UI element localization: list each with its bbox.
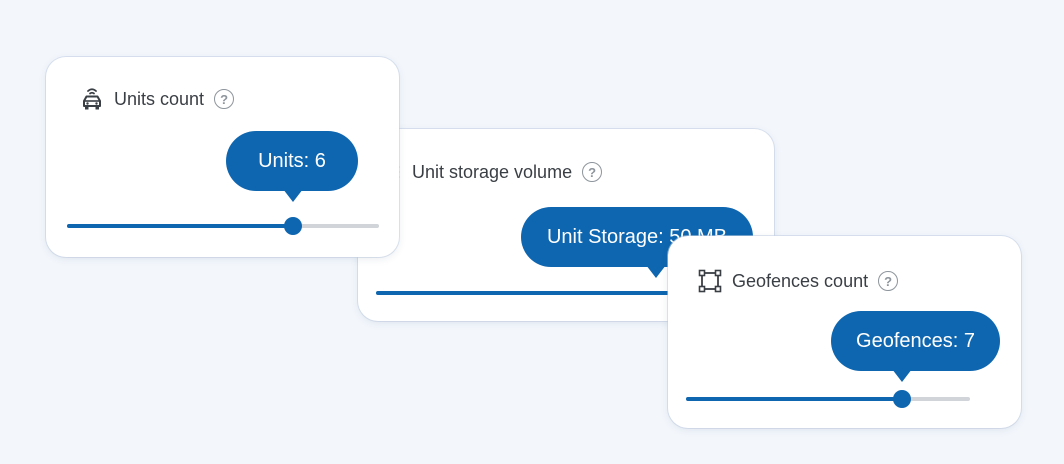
unit-storage-title: Unit storage volume <box>412 161 573 182</box>
slider-thumb[interactable] <box>892 390 911 408</box>
units-count-tooltip-text: Units: 6 <box>258 149 326 172</box>
geofence-icon <box>698 269 722 293</box>
geofences-tooltip-tail <box>892 369 912 382</box>
slider-fill <box>376 291 713 295</box>
units-count-header: Units count ? <box>80 86 235 112</box>
car-signal-icon <box>80 86 104 112</box>
geofences-card: Geofences count ? Geofences: 7 <box>668 236 1021 428</box>
unit-storage-header: Unit storage volume ? <box>378 161 603 183</box>
units-count-card: Units count ? Units: 6 <box>46 57 399 257</box>
help-icon[interactable]: ? <box>214 89 235 109</box>
geofences-tooltip-text: Geofences: 7 <box>856 329 975 352</box>
slider-thumb[interactable] <box>284 217 303 235</box>
unit-storage-card: Unit storage volume ? Unit Storage: 50 M… <box>358 129 774 321</box>
slider-fill <box>67 224 294 228</box>
help-icon[interactable]: ? <box>582 162 603 182</box>
units-count-tooltip-tail <box>283 189 303 202</box>
geofences-slider[interactable] <box>686 389 970 409</box>
geofences-title: Geofences count <box>732 270 869 291</box>
units-count-title: Units count <box>114 88 205 109</box>
slider-fill <box>686 397 902 401</box>
units-count-tooltip: Units: 6 <box>226 131 358 191</box>
unit-storage-tooltip-tail <box>646 265 666 278</box>
geofences-tooltip: Geofences: 7 <box>831 311 1000 371</box>
units-count-slider[interactable] <box>67 216 379 236</box>
help-icon[interactable]: ? <box>878 271 899 291</box>
geofences-header: Geofences count ? <box>698 269 899 293</box>
